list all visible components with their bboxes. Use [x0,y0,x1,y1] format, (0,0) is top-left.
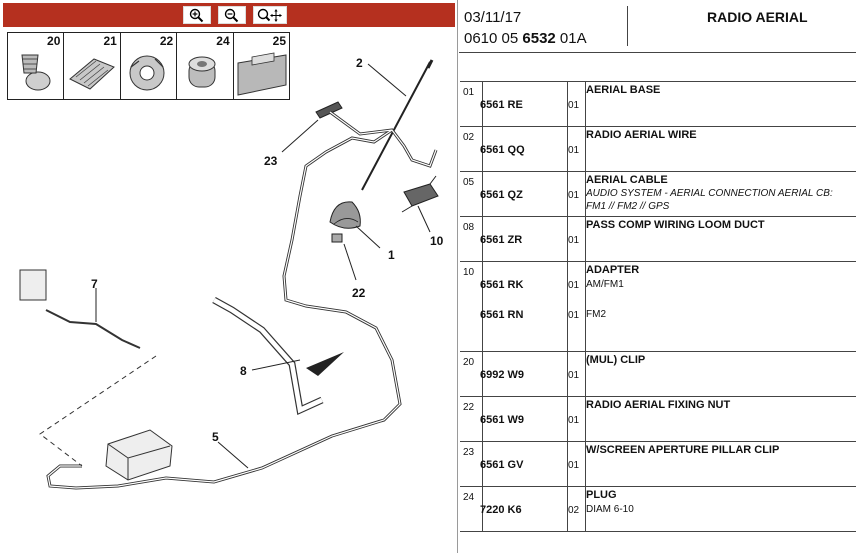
callout-1: 1 [388,248,395,262]
part-quantity: 01 [568,415,580,426]
pillar-clip-drawing [315,101,343,119]
part-variant: FM2 [586,309,606,320]
zoom-fit-icon [257,8,282,22]
table-row[interactable]: 08 6561 ZR 01 PASS COMP WIRING LOOM DUCT [460,217,856,262]
parts-header: 03/11/17 0610 05 6532 01A RADIO AERIAL [459,0,856,53]
zoom-out-button[interactable] [218,6,246,24]
table-row[interactable]: 24 7220 K6 02 PLUG DIAM 6-10 [460,487,856,532]
thumbnail-24[interactable]: 24 [177,33,234,99]
table-row[interactable]: 05 6561 QZ 01 AERIAL CABLE AUDIO SYSTEM … [460,172,856,217]
callout-8: 8 [240,364,247,378]
aerial-base-drawing [329,201,361,229]
part-quantity: 01 [568,100,580,111]
part-reference[interactable]: 7220 K6 [480,504,522,516]
part-name: W/SCREEN APERTURE PILLAR CLIP [586,444,780,456]
callout-22: 22 [352,286,366,300]
callout-10: 10 [430,234,444,248]
table-row[interactable]: 02 6561 QQ 01 RADIO AERIAL WIRE [460,127,856,172]
fixing-nut-icon [129,55,165,91]
part-reference[interactable]: 6992 W9 [480,369,525,381]
zoom-fit-button[interactable] [253,6,287,24]
table-row[interactable]: 01 6561 RE 01 AERIAL BASE [460,82,856,127]
catalog-date: 03/11/17 [464,9,522,26]
part-name: AERIAL CABLE [586,174,668,186]
part-quantity: 01 [568,145,580,156]
part-index: 02 [463,132,475,143]
part-name: ADAPTER [586,264,640,276]
part-reference[interactable]: 6561 QZ [480,189,523,201]
part-index: 22 [463,402,475,413]
header-divider [627,6,628,46]
part-index: 24 [463,492,475,503]
part-index: 10 [463,267,475,278]
catalog-code: 0610 05 6532 01A [464,30,587,47]
part-name: AERIAL BASE [586,84,661,96]
part-index: 08 [463,222,475,233]
page-title: RADIO AERIAL [707,9,808,25]
part-quantity: 01 [568,370,580,381]
callout-5: 5 [212,430,219,444]
table-row[interactable]: 10 ADAPTER 6561 RK 01 AM/FM1 6561 RN 01 … [460,262,856,352]
exploded-diagram [19,59,439,490]
part-note: FM1 // FM2 // GPS [586,201,670,212]
connector-drawing [19,269,47,301]
part-variant: DIAM 6-10 [586,504,634,515]
parts-panel: 03/11/17 0610 05 6532 01A RADIO AERIAL 0… [459,0,856,553]
thumbnail-number: 20 [47,34,61,48]
part-index: 05 [463,177,475,188]
part-name: RADIO AERIAL WIRE [586,129,697,141]
part-index: 20 [463,357,475,368]
diagram-toolbar [3,3,455,27]
parts-table: 01 6561 RE 01 AERIAL BASE 02 6561 QQ 01 … [460,81,856,532]
part-quantity: 01 [568,310,580,321]
part-reference[interactable]: 6561 QQ [480,144,525,156]
part-name: RADIO AERIAL FIXING NUT [586,399,731,411]
part-index: 01 [463,87,475,98]
table-row[interactable]: 20 6992 W9 01 (MUL) CLIP [460,352,856,397]
part-reference[interactable]: 6561 ZR [480,234,523,246]
thumbnail-number: 21 [103,34,117,48]
thumbnail-number: 22 [159,34,174,48]
part-reference[interactable]: 6561 RE [480,99,523,111]
part-note: AUDIO SYSTEM - AERIAL CONNECTION AERIAL … [586,188,833,199]
callout-2: 2 [356,56,363,70]
part-name: PASS COMP WIRING LOOM DUCT [586,219,765,231]
thumbnail-number: 24 [216,34,230,48]
part-name: (MUL) CLIP [586,354,646,366]
part-reference[interactable]: 6561 RK [480,279,524,291]
pad-icon [237,52,287,96]
part-quantity: 02 [568,505,580,516]
plug-icon [188,56,216,88]
callout-7: 7 [91,277,98,291]
part-reference[interactable]: 6561 W9 [480,414,525,426]
callout-23: 23 [264,154,278,168]
part-index: 23 [463,447,475,458]
thumbnail-number: 25 [272,34,287,48]
clip-icon [21,54,51,91]
thumbnail-22[interactable]: 22 [121,33,178,99]
diagram-panel: 20 21 22 24 [3,0,458,553]
part-quantity: 01 [568,280,580,291]
thumbnail-25[interactable]: 25 [234,33,289,99]
part-quantity: 01 [568,190,580,201]
part-quantity: 01 [568,235,580,246]
zoom-out-icon [224,8,239,22]
table-row[interactable]: 23 6561 GV 01 W/SCREEN APERTURE PILLAR C… [460,442,856,487]
zoom-in-button[interactable] [183,6,211,24]
part-quantity: 01 [568,460,580,471]
zoom-in-icon [189,8,204,22]
part-reference[interactable]: 6561 RN [480,309,524,321]
adapter-drawing [403,183,439,207]
table-row[interactable]: 22 6561 W9 01 RADIO AERIAL FIXING NUT [460,397,856,442]
part-reference[interactable]: 6561 GV [480,459,524,471]
part-variant: AM/FM1 [586,279,624,290]
thumbnail-20[interactable]: 20 [8,33,65,99]
fixing-nut-drawing [331,233,343,243]
thumbnail-21[interactable]: 21 [64,33,121,99]
accessory-thumbnails: 20 21 22 24 [7,32,290,100]
part-name: PLUG [586,489,617,501]
loom-clip-icon [69,58,116,90]
aerial-wire-drawing [361,61,431,191]
